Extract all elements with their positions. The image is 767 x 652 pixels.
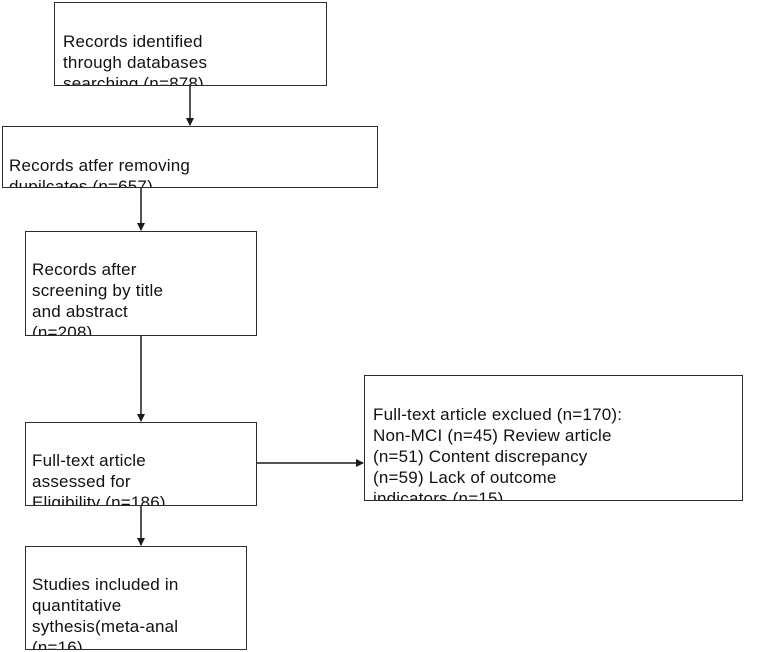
records-screened-box: Records after screening by title and abs… (25, 231, 257, 336)
studies-included-text: Studies included in quantitative sythesi… (32, 575, 179, 650)
studies-included-box: Studies included in quantitative sythesi… (25, 546, 247, 650)
records-deduplicated-text: Records atfer removing dupilcates (n=657… (9, 156, 191, 188)
fulltext-assessed-box: Full-text article assessed for Eligibili… (25, 422, 257, 506)
fulltext-excluded-box: Full-text article exclued (n=170): Non-M… (364, 375, 743, 501)
fulltext-excluded-text: Full-text article exclued (n=170): Non-M… (373, 405, 623, 501)
fulltext-assessed-text: Full-text article assessed for Eligibili… (32, 451, 166, 506)
records-identified-text: Records identified through databases sea… (63, 32, 208, 86)
records-deduplicated-box: Records atfer removing dupilcates (n=657… (2, 126, 378, 188)
records-identified-box: Records identified through databases sea… (54, 2, 327, 86)
records-screened-text: Records after screening by title and abs… (32, 260, 164, 336)
